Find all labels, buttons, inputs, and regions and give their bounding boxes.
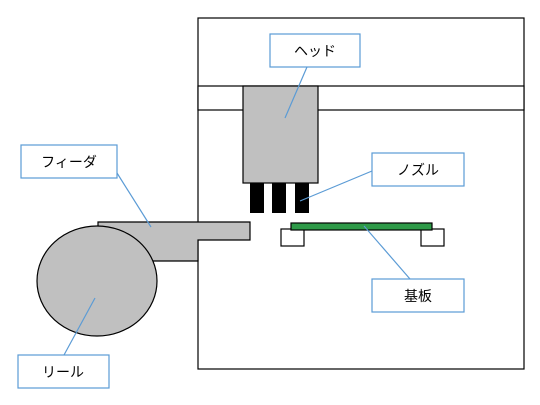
- feeder-leader: [116, 172, 152, 228]
- reel-callout: リール: [17, 354, 110, 389]
- board-support-left: [280, 228, 305, 247]
- feeder-callout: フィーダ: [20, 144, 118, 179]
- nozzle-3: [295, 183, 309, 213]
- nozzle-leader: [299, 170, 373, 202]
- machine-frame: [197, 17, 525, 370]
- board-callout: 基板: [371, 278, 465, 313]
- reel: [36, 225, 158, 337]
- reel-label: リール: [42, 365, 84, 381]
- head-label: ヘッド: [294, 44, 336, 60]
- pcb-board: [290, 222, 433, 231]
- nozzle-1: [250, 183, 264, 213]
- nozzle-2: [272, 183, 286, 213]
- head-block: [242, 85, 319, 184]
- nozzle-callout: ノズル: [371, 152, 465, 187]
- head-leader: [284, 66, 308, 119]
- board-support-right: [420, 228, 445, 247]
- head-callout: ヘッド: [269, 33, 361, 68]
- nozzle-label: ノズル: [397, 163, 439, 179]
- feeder-label: フィーダ: [41, 155, 97, 171]
- reel-leader: [63, 297, 96, 356]
- board-leader: [363, 225, 411, 280]
- board-label: 基板: [404, 288, 432, 305]
